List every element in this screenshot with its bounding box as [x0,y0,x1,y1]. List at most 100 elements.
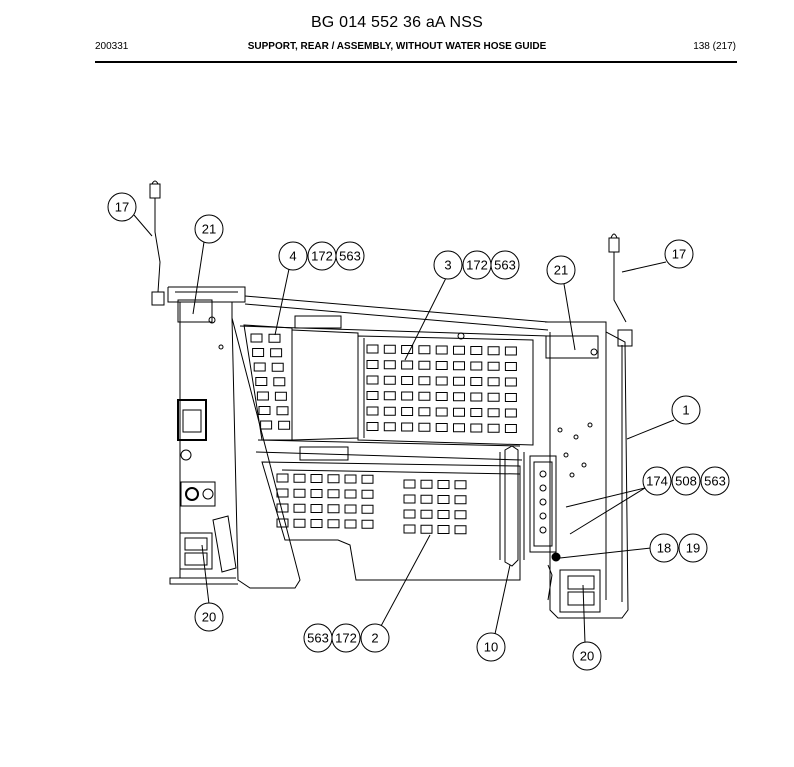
mesh-cell [470,346,483,355]
callout-c172-a: 172 [307,241,337,271]
mesh-cell [418,345,431,355]
mesh-cell [401,422,414,432]
mesh-cell [276,473,289,483]
callout-circle [678,533,708,563]
callout-label: 20 [580,649,594,664]
mesh-cell [383,344,396,354]
mesh-cell [504,362,517,371]
callout-c563-c: 563 [700,466,730,496]
callout-label: 21 [202,222,216,237]
mesh-cell [366,375,379,385]
mesh-cell [361,519,374,529]
mesh-cell [470,361,483,371]
mesh-cell [470,423,483,433]
mesh-cell [453,345,465,355]
mesh-cell [487,423,500,433]
callout-circle [490,250,520,280]
mesh-cell [327,519,340,529]
callout-c2: 2 [360,623,390,653]
mesh-cell [271,362,284,372]
mesh-cell [361,489,374,499]
mesh-cell [454,510,467,520]
callout-circle [649,533,679,563]
mesh-cell [435,407,448,417]
callout-c18: 18 [649,533,679,563]
mesh-cell [403,524,416,534]
callout-c1: 1 [671,395,701,425]
callout-label: 508 [675,474,697,489]
callout-c17-left: 17 [107,192,137,222]
callout-c21-right: 21 [546,255,576,285]
mesh-cell [418,391,431,401]
mesh-cell [310,519,323,528]
mesh-cell [418,407,431,417]
mesh-cell [344,489,357,499]
mesh-cell [344,474,357,484]
mesh-cell [250,333,263,343]
mesh-cell [420,479,433,489]
mesh-cell [293,473,306,483]
mesh-cell [454,525,467,535]
mesh-cell [361,474,374,484]
right-post [545,321,629,619]
mesh-cell [344,519,357,529]
mesh-cell [437,495,450,504]
mesh-cell [504,377,517,387]
mesh-cell [504,393,517,402]
callout-circle [278,241,308,271]
mesh-cell [435,423,448,432]
leader-lines [133,214,675,644]
mesh-cell [470,377,483,386]
mesh-cell [383,406,396,416]
mesh-cell [278,420,291,430]
callout-circle [433,250,463,280]
mesh-cell [253,362,266,372]
mesh-cell [401,360,414,370]
callout-label: 10 [484,640,498,655]
mesh-cell [327,504,340,514]
mesh-cell [276,406,289,416]
mesh-cell [420,509,433,519]
mesh-cell [487,346,500,356]
callout-c10: 10 [476,632,506,662]
callout-c20-right: 20 [572,641,602,671]
mesh-cell [366,406,379,416]
mesh-cell [344,504,357,514]
mesh-cell [420,494,433,504]
callout-c3: 3 [433,250,463,280]
mesh-cell [418,422,431,432]
control-pendant [529,455,561,601]
mesh-cell [310,504,323,513]
mesh-cell [252,348,265,357]
mesh-cell [453,392,465,402]
mesh-cell [403,494,416,504]
mesh-cell [366,360,379,369]
mesh-cell [435,392,448,401]
mesh-cell [383,375,396,385]
callout-c508: 508 [671,466,701,496]
callout-label: 172 [466,258,488,273]
mesh-cell [454,480,467,490]
callout-label: 21 [554,263,568,278]
mesh-cell [327,489,340,499]
callout-circle [671,466,701,496]
callout-circle [194,602,224,632]
mesh-cell [401,345,414,354]
mesh-panel-upper-right [357,335,534,446]
callout-c20-left: 20 [194,602,224,632]
mesh-cell [270,348,283,358]
mesh-panel-upper-left [243,324,359,441]
mesh-cell [366,344,379,354]
callout-label: 174 [646,474,668,489]
mesh-cell [310,489,323,498]
callout-label: 172 [335,631,357,646]
mesh-cell [273,377,286,387]
callout-circle [700,466,730,496]
mesh-cell [310,474,323,483]
mesh-cell [453,376,465,386]
mesh-cell [401,376,414,385]
callout-c19: 19 [678,533,708,563]
right-sensor-cable [608,233,633,347]
mesh-cell [293,488,306,498]
